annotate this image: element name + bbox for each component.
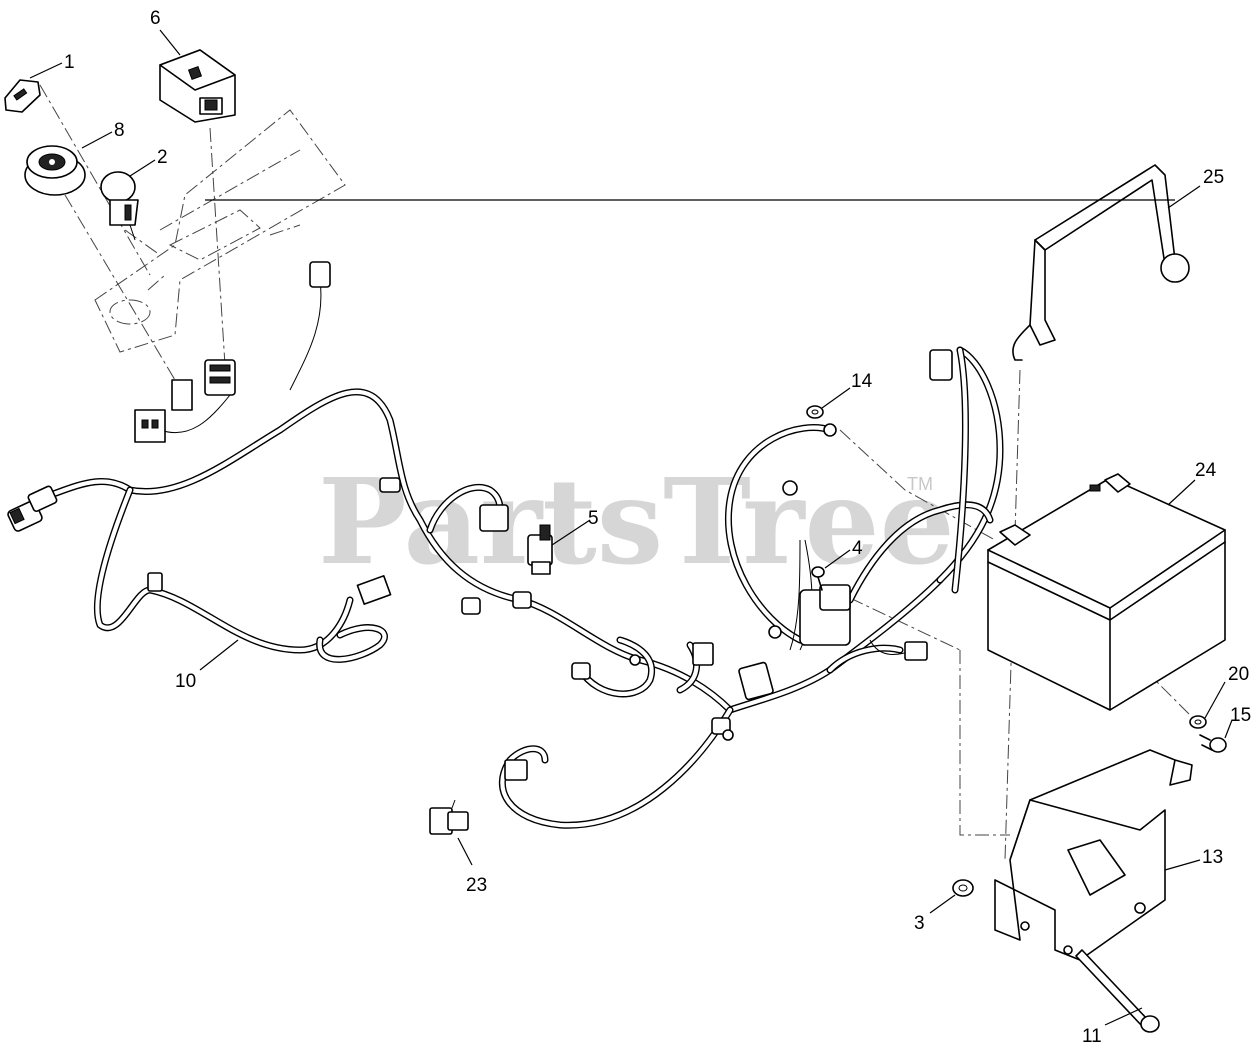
dash-panel-outline xyxy=(94,109,346,353)
callout-10: 10 xyxy=(175,671,196,692)
callout-6: 6 xyxy=(150,8,161,29)
relay-part xyxy=(527,524,553,575)
long-bolt-part xyxy=(1075,949,1160,1033)
callout-15: 15 xyxy=(1230,705,1251,726)
callout-1: 1 xyxy=(64,52,75,73)
callout-24: 24 xyxy=(1195,460,1217,481)
callout-25: 25 xyxy=(1203,167,1224,188)
washer-small-part xyxy=(1189,715,1207,729)
harness-connectors xyxy=(7,261,953,781)
battery-part xyxy=(987,473,1226,711)
key-part xyxy=(4,79,41,113)
leader-mask xyxy=(200,195,201,196)
bolt-part xyxy=(1199,734,1227,753)
screw-part xyxy=(811,566,825,591)
pto-knob-part xyxy=(100,171,139,241)
watermark: PartsTree TM xyxy=(318,452,955,591)
battery-strap-part xyxy=(1012,164,1190,361)
callout-3: 3 xyxy=(914,913,925,934)
seat-switch-part xyxy=(429,799,469,835)
callout-11: 11 xyxy=(1082,1026,1102,1047)
watermark-text: PartsTree xyxy=(318,452,955,591)
callout-4: 4 xyxy=(852,538,863,559)
hour-meter-part xyxy=(159,49,236,123)
callout-2: 2 xyxy=(157,147,168,168)
wire-harness xyxy=(31,279,1004,829)
callout-8: 8 xyxy=(114,120,125,141)
callout-14: 14 xyxy=(851,371,873,392)
ignition-switch-part xyxy=(24,145,86,196)
battery-tray-part xyxy=(994,749,1193,961)
callout-13: 13 xyxy=(1202,847,1223,868)
nut-part xyxy=(952,879,974,897)
washer-part xyxy=(806,405,824,419)
leader-lines xyxy=(29,29,1233,1026)
callout-23: 23 xyxy=(466,875,487,896)
watermark-trademark: TM xyxy=(907,474,933,494)
callout-20: 20 xyxy=(1228,664,1249,685)
callout-5: 5 xyxy=(588,508,599,529)
callouts: 1 2 3 4 5 6 8 10 11 13 14 15 20 23 24 25 xyxy=(64,8,1251,1047)
